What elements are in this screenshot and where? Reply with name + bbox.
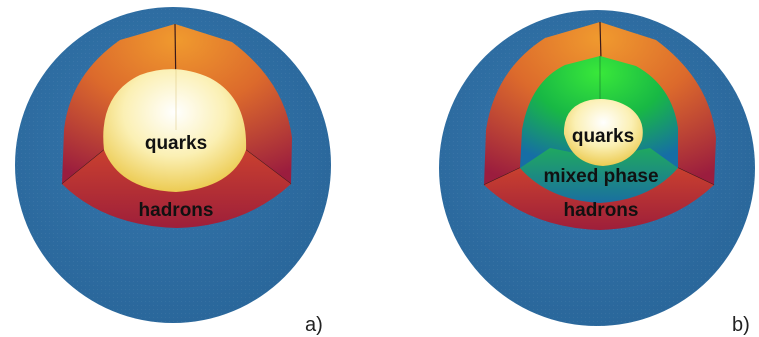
panel-b: quarks mixed phase hadrons b) bbox=[439, 10, 755, 336]
hadrons-label: hadrons bbox=[564, 200, 639, 221]
mixed-phase-label: mixed phase bbox=[543, 166, 658, 187]
quark-core bbox=[103, 69, 247, 192]
panel-a-tag: a) bbox=[305, 314, 323, 336]
panel-a: quarks hadrons a) bbox=[15, 7, 331, 336]
hadrons-label: hadrons bbox=[139, 200, 214, 221]
quark-core bbox=[563, 99, 643, 166]
quarks-label: quarks bbox=[145, 133, 207, 154]
quarks-label: quarks bbox=[572, 126, 634, 147]
panel-b-tag: b) bbox=[732, 314, 750, 336]
mixed-phase-front bbox=[520, 148, 678, 203]
